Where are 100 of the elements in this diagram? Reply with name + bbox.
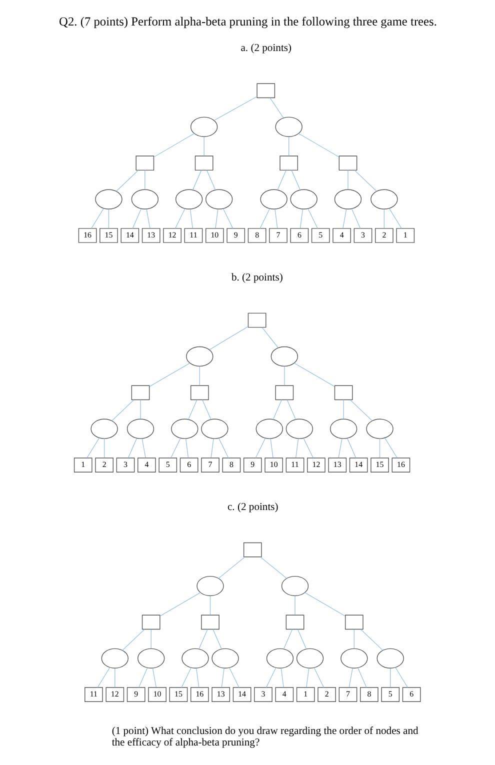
connector [347, 170, 348, 190]
connector [96, 667, 110, 688]
node-box: 10 [148, 687, 166, 702]
node-ellipse [190, 116, 218, 137]
connector [384, 438, 397, 458]
node-ellipse [370, 189, 398, 210]
node-box: 15 [99, 228, 118, 243]
connector [218, 438, 228, 458]
node-box [247, 312, 266, 328]
node-ellipse [260, 189, 287, 210]
node-box: 15 [168, 687, 188, 702]
connector [213, 96, 257, 121]
connector [378, 438, 380, 458]
connector [198, 629, 208, 650]
connector [274, 208, 278, 228]
connector [260, 556, 287, 579]
connector [298, 133, 339, 158]
node-box: 5 [380, 687, 400, 702]
node-box: 3 [353, 228, 372, 243]
connector [349, 400, 372, 422]
node-box [285, 614, 304, 630]
node-box: 1 [73, 458, 92, 472]
connector [153, 133, 194, 158]
connector [148, 362, 190, 387]
node-box: 11 [285, 458, 304, 472]
node-box: 8 [247, 228, 266, 243]
connector [342, 400, 344, 420]
node-ellipse [196, 576, 224, 596]
connector [208, 326, 248, 350]
label: b. (2 points) [230, 272, 282, 284]
node-box: 12 [306, 458, 325, 472]
connector [313, 668, 324, 688]
node-box: 5 [158, 458, 177, 472]
node-box: 8 [222, 458, 240, 472]
connector [159, 592, 200, 616]
node-box: 2 [317, 687, 336, 702]
node-ellipse [280, 576, 308, 596]
connector [150, 629, 151, 649]
node-ellipse [181, 648, 208, 668]
node-box: 12 [162, 228, 181, 243]
connector [294, 596, 295, 616]
node-ellipse [376, 648, 404, 668]
connector [196, 668, 199, 688]
connector [209, 596, 210, 616]
connector [290, 170, 300, 190]
connector [202, 400, 211, 420]
connector [170, 438, 180, 458]
node-ellipse [137, 648, 164, 668]
connector [293, 362, 334, 387]
connector [296, 629, 306, 650]
connector [306, 668, 309, 688]
node-box [274, 385, 294, 400]
connector [146, 208, 150, 228]
node-box: 14 [348, 458, 368, 472]
node-ellipse [126, 418, 154, 439]
connector [188, 400, 197, 420]
connector [132, 208, 141, 229]
connector [180, 668, 191, 688]
node-box: 13 [211, 687, 230, 702]
connector [261, 327, 278, 348]
diagram-title: Q2. (7 points) Perform alpha-beta pruning in the following three game trees. [58, 14, 436, 29]
connector [228, 668, 239, 688]
node-box: 2 [94, 458, 113, 472]
node-box: 7 [338, 687, 357, 702]
connector [354, 170, 376, 192]
node-box: 6 [402, 687, 420, 702]
node-ellipse [130, 189, 158, 210]
node-ellipse [274, 116, 302, 137]
label: c. (2 points) [226, 502, 278, 514]
node-box: 11 [184, 228, 202, 243]
node-box: 1 [396, 228, 414, 243]
connector [270, 438, 273, 458]
connector [272, 400, 282, 420]
connector [299, 208, 303, 228]
connector [338, 438, 342, 458]
node-box [279, 156, 298, 171]
connector [280, 668, 284, 688]
node-box [135, 156, 154, 171]
connector [203, 136, 204, 156]
connector [307, 208, 318, 229]
node-box: 8 [360, 687, 378, 702]
connector [254, 438, 266, 458]
connector [189, 208, 192, 228]
node-box: 5 [310, 228, 330, 243]
node-box: 3 [116, 458, 134, 472]
node-box: 12 [105, 687, 124, 702]
node-ellipse [211, 648, 238, 668]
node-box: 7 [200, 458, 219, 472]
connector [111, 400, 134, 422]
connector [269, 98, 284, 118]
node-ellipse [255, 418, 282, 439]
node-box: 10 [264, 458, 282, 472]
node-box: 9 [226, 228, 245, 243]
node-box: 13 [141, 228, 160, 243]
connector [360, 629, 383, 651]
connector [198, 366, 200, 386]
node-box: 13 [328, 458, 346, 472]
label: (1 point) What conclusion do you draw regarding the order of nodes and the efficacy of alpha-beta pruning? [111, 726, 418, 748]
node-box [130, 385, 150, 400]
connector [184, 438, 188, 458]
